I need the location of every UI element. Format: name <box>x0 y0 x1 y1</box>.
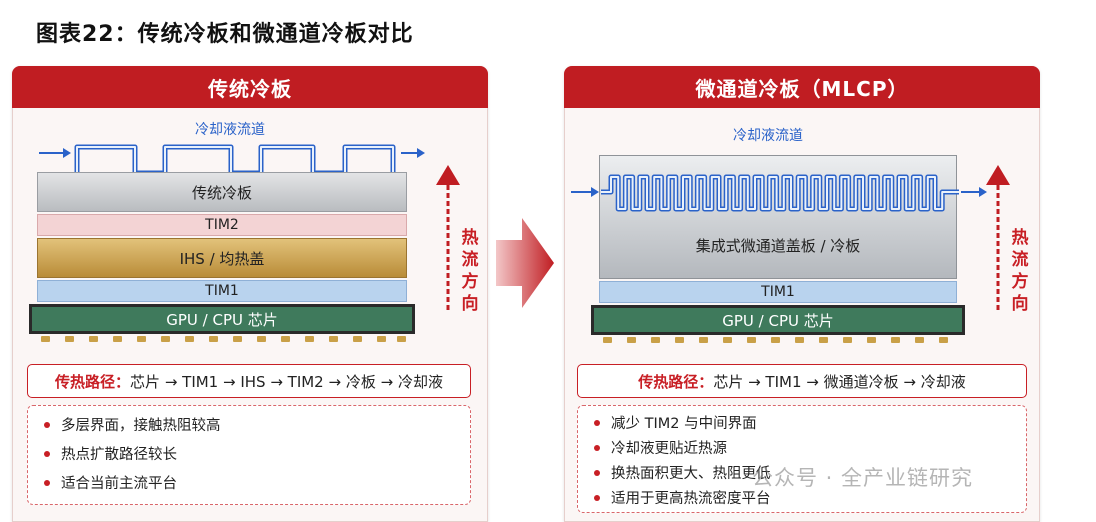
left-chip-pins <box>41 336 406 342</box>
list-item: 热点扩散路径较长 <box>44 443 177 464</box>
left-chip-layer: GPU / CPU 芯片 <box>29 304 415 334</box>
bullet-dot-icon <box>594 444 600 451</box>
left-path-text: 芯片 → TIM1 → IHS → TIM2 → 冷板 → 冷却液 <box>130 372 443 391</box>
right-chip-pins <box>603 337 948 343</box>
right-microchannel <box>571 174 987 212</box>
right-path-label: 传热路径： <box>638 372 714 391</box>
bullet-dot-icon <box>594 419 600 426</box>
microchannel-cold-plate-panel: 微通道冷板（MLCP） 冷却液流道 集成式微通道盖板 / 冷板 TIM1 GPU… <box>564 66 1040 522</box>
left-path-label: 传热路径： <box>55 372 131 391</box>
right-tim1-layer: TIM1 <box>599 281 957 303</box>
right-heat-direction-label: 热流方向 <box>1011 228 1029 314</box>
bullet-dot-icon <box>44 450 50 457</box>
left-flow-label: 冷却液流道 <box>195 122 265 138</box>
left-cold-plate-layer: 传统冷板 <box>37 172 407 212</box>
right-outflow-arrow-icon <box>961 187 987 197</box>
watermark: 公众号 · 全产业链研究 <box>752 466 974 490</box>
list-item: 冷却液更贴近热源 <box>594 437 727 458</box>
right-inflow-arrow-icon <box>571 187 599 197</box>
left-tim2-layer: TIM2 <box>37 214 407 236</box>
outflow-arrow-icon <box>401 148 425 158</box>
list-item: 适用于更高热流密度平台 <box>594 487 771 508</box>
left-ihs-layer: IHS / 均热盖 <box>37 238 407 278</box>
right-flow-label: 冷却液流道 <box>733 128 803 144</box>
bullet-dot-icon <box>594 494 600 501</box>
left-heat-path-box: 传热路径： 芯片 → TIM1 → IHS → TIM2 → 冷板 → 冷却液 <box>27 364 471 398</box>
inflow-arrow-icon <box>39 148 71 158</box>
bullet-dot-icon <box>44 421 50 428</box>
left-heat-direction-label: 热流方向 <box>461 228 479 314</box>
bullet-dot-icon <box>44 479 50 486</box>
right-cold-plate-label: 集成式微通道盖板 / 冷板 <box>695 237 861 255</box>
transition-arrow-icon <box>496 218 554 308</box>
right-heat-arrow-icon <box>986 165 1010 310</box>
right-bullet-list: 减少 TIM2 与中间界面 冷却液更贴近热源 换热面积更大、热阻更低 适用于更高… <box>577 405 1027 513</box>
list-item: 换热面积更大、热阻更低 <box>594 462 771 483</box>
left-heat-arrow-icon <box>436 165 460 310</box>
right-heat-path-box: 传热路径： 芯片 → TIM1 → 微通道冷板 → 冷却液 <box>577 364 1027 398</box>
left-tim1-layer: TIM1 <box>37 280 407 302</box>
traditional-panel-header: 传统冷板 <box>12 66 488 108</box>
left-bullet-list: 多层界面，接触热阻较高 热点扩散路径较长 适合当前主流平台 <box>27 405 471 505</box>
figure-title: 图表22：传统冷板和微通道冷板对比 <box>36 22 414 47</box>
list-item: 多层界面，接触热阻较高 <box>44 414 221 435</box>
microchannel-panel-header: 微通道冷板（MLCP） <box>564 66 1040 108</box>
list-item: 适合当前主流平台 <box>44 472 177 493</box>
right-chip-layer: GPU / CPU 芯片 <box>591 305 965 335</box>
traditional-cold-plate-panel: 传统冷板 冷却液流道 传统冷板 TIM2 IHS / 均热盖 TIM1 GPU … <box>12 66 488 522</box>
list-item: 减少 TIM2 与中间界面 <box>594 412 757 433</box>
bullet-dot-icon <box>594 469 600 476</box>
right-path-text: 芯片 → TIM1 → 微通道冷板 → 冷却液 <box>713 372 966 391</box>
